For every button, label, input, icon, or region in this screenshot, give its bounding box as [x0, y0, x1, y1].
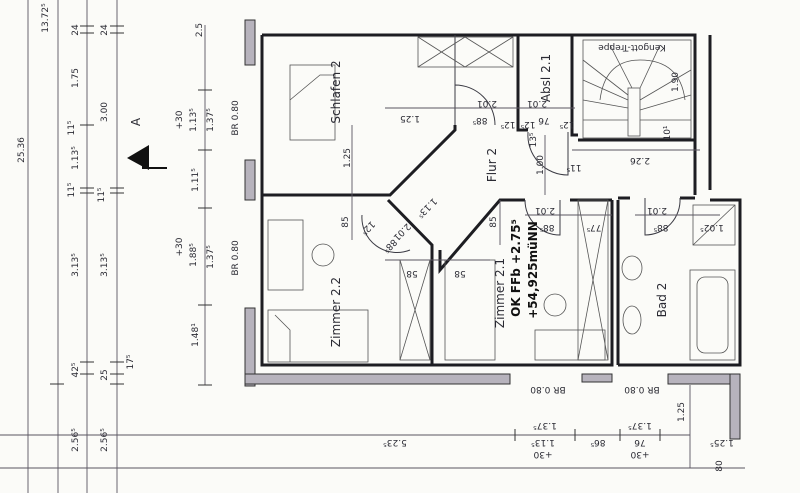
- bottom-dim: 1.37⁵: [628, 420, 652, 430]
- interior-dim: 1.90: [671, 72, 681, 92]
- interior-dim: 12⁵: [500, 119, 515, 129]
- dim-col1: 1.75: [71, 68, 81, 88]
- dim-col3: +30: [175, 237, 185, 256]
- interior-dim: 11⁵: [566, 162, 581, 172]
- dim-col3: +30: [175, 110, 185, 129]
- dim-col2: 3.13⁵: [100, 253, 110, 277]
- window-label: BR 0.80: [530, 384, 566, 394]
- room-label-flur: Flur 2: [485, 148, 499, 182]
- dim-col3: 1.88⁵: [189, 243, 199, 267]
- dim-col3: 1.37⁵: [206, 245, 216, 269]
- dim-col2: 25: [100, 369, 110, 380]
- stair: Kengott-Treppe: [582, 39, 692, 139]
- dimension-lines-bottom: [0, 385, 745, 469]
- bottom-dim: 1.37⁵: [533, 420, 557, 430]
- dim-col3: 1.11⁵: [191, 168, 201, 192]
- window-label: BR 0.80: [231, 240, 241, 276]
- bottom-dim: 5.23⁵: [383, 437, 407, 447]
- dim-col1: 42⁵: [71, 362, 81, 377]
- interior-dim: 2.01: [647, 205, 667, 215]
- interior-dim: 58: [454, 268, 466, 278]
- bottom-dim: 1.13⁵: [531, 437, 555, 447]
- interior-dim: 2.01: [535, 205, 555, 215]
- section-marker: A: [127, 117, 167, 170]
- dim-top-right: 2.5: [195, 23, 205, 37]
- interior-dimension-lines: [351, 107, 720, 261]
- interior-dim: 10¹: [663, 125, 673, 140]
- interior-dim: 85: [341, 216, 351, 227]
- interior-dim: 1.02⁵: [700, 222, 724, 232]
- room-label-schlafen: Schlafen 2: [329, 60, 343, 123]
- dim-col1: 11⁵: [67, 120, 77, 135]
- interior-dim: 12⁵: [358, 219, 376, 237]
- interior-dim: 85: [489, 216, 499, 227]
- interior-dim: 1.25: [400, 113, 420, 123]
- interior-dim: 76: [538, 115, 550, 125]
- room-label-bad: Bad 2: [655, 283, 669, 318]
- interior-dim: 88⁵: [472, 115, 487, 125]
- room-label-absl: Absl 2.1: [539, 54, 553, 102]
- dim-col2: 24: [100, 24, 110, 36]
- interior-dim: 2.01: [527, 98, 547, 108]
- interior-dim: 13⁵: [529, 132, 539, 147]
- dim-total: 25.36: [17, 137, 27, 163]
- dim-col1: 11⁵: [67, 182, 77, 197]
- interior-dim: 88⁵: [653, 222, 668, 232]
- interior-dim: 88⁵: [539, 222, 554, 232]
- interior-dim: 77⁵: [586, 222, 601, 232]
- bottom-dim: 80: [715, 460, 725, 472]
- dim-top: 13.72⁵: [41, 3, 51, 33]
- room-label-zimmer-2-1: Zimmer 2.1: [493, 258, 507, 328]
- interior-dim: 1.00: [536, 155, 546, 175]
- elevation: +54,925müNN: [526, 221, 540, 319]
- interior-dim: 58: [406, 268, 418, 278]
- window-label: BR 0.80: [624, 384, 660, 394]
- stair-label: Kengott-Treppe: [598, 42, 666, 52]
- dim-col3: 1.13⁵: [189, 108, 199, 132]
- interior-dim: 1.25: [343, 148, 353, 168]
- bottom-dim: 1.25: [677, 402, 687, 422]
- interior-dim: 1.13⁵: [414, 196, 438, 220]
- window-label: BR 0.80: [231, 100, 241, 136]
- bottom-dim: 86⁵: [590, 437, 605, 447]
- dim-col1: 2.56⁵: [71, 428, 81, 452]
- interior-dim: 2.01: [477, 98, 497, 108]
- bottom-dim: 1.25⁵: [710, 437, 734, 447]
- room-label-zimmer-2-2: Zimmer 2.2: [329, 277, 343, 347]
- dim-col1: 24: [71, 24, 81, 36]
- dim-col2: 11⁵: [97, 187, 107, 202]
- walls: [244, 19, 742, 440]
- bottom-dim: +30: [630, 449, 649, 459]
- dim-col3: 1.37⁵: [206, 108, 216, 132]
- interior-dim: 12⁵: [520, 119, 535, 129]
- bottom-dim: 76: [634, 437, 646, 447]
- dimension-lines-left: [27, 0, 212, 493]
- door-swings: [361, 84, 681, 254]
- floor-level: OK FFb +2.75⁵: [509, 219, 523, 317]
- dim-col2: 3.00: [100, 102, 110, 122]
- interior-dim: 2.26: [630, 155, 650, 165]
- dim-col1: 3.13⁵: [71, 253, 81, 277]
- bottom-dim: +30: [533, 449, 552, 459]
- interior-dim: 12⁵: [559, 119, 574, 129]
- dim-col2: 17⁵: [126, 354, 136, 369]
- dim-col2: 2.56⁵: [100, 428, 110, 452]
- dim-col1: 1.13⁵: [71, 146, 81, 170]
- dim-col3: 1.48¹: [191, 323, 201, 347]
- section-marker-label: A: [129, 117, 143, 126]
- furniture: [267, 36, 736, 363]
